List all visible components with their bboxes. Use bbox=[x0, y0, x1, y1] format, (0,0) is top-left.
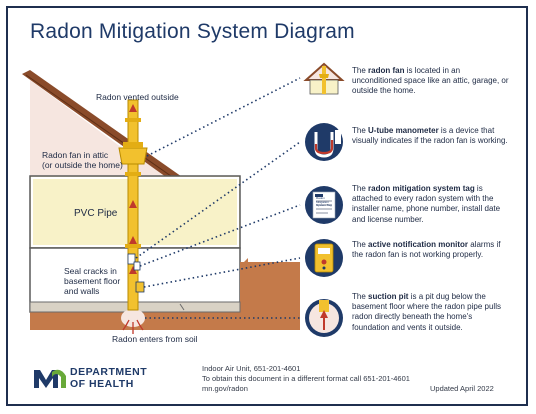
label-enters: Radon enters from soil bbox=[112, 334, 198, 344]
footer-website-link[interactable]: mn.gov/radon bbox=[202, 384, 248, 393]
airflow-arrow-low bbox=[129, 236, 137, 244]
radon-fan-cap bbox=[123, 142, 143, 148]
radon-fan bbox=[118, 147, 148, 165]
airflow-arrows bbox=[129, 104, 137, 274]
manometer-icon bbox=[305, 123, 343, 161]
radon-line-right bbox=[136, 319, 144, 331]
label-seal-line1: Seal cracks in bbox=[64, 266, 117, 276]
footer-contact: Indoor Air Unit, 651-201-4601 To obtain … bbox=[202, 364, 410, 394]
footer-contact-line2: To obtain this document in a different f… bbox=[202, 374, 410, 383]
leader-lines bbox=[135, 77, 301, 319]
notification-monitor-icon bbox=[305, 239, 343, 277]
leader-fan bbox=[146, 77, 301, 157]
pipe-coupling-mid bbox=[125, 172, 141, 176]
soil-outside bbox=[240, 262, 300, 330]
label-pipe: PVC Pipe bbox=[74, 208, 118, 219]
tag-icon-text: Radon Mitigation System Tag bbox=[316, 197, 332, 207]
label-fan-line2: (or outside the home) bbox=[42, 160, 123, 170]
label-fan-line1: Radon fan in attic bbox=[42, 150, 109, 160]
pipe-coupling-low bbox=[125, 244, 141, 248]
label-seal-line3: and walls bbox=[64, 286, 100, 296]
info-manometer: The U-tube manometer is a device that vi… bbox=[352, 126, 508, 146]
footer-updated: Updated April 2022 bbox=[430, 384, 494, 393]
pipe-monitor bbox=[135, 281, 145, 293]
info-system-tag: The radon mitigation system tag is attac… bbox=[352, 184, 501, 224]
radon-line-left bbox=[122, 319, 130, 331]
pipe-coupling-top bbox=[125, 118, 141, 122]
footer-dept-line1: DEPARTMENT bbox=[70, 366, 148, 378]
footer-contact-line1: Indoor Air Unit, 651-201-4601 bbox=[202, 364, 301, 373]
airflow-arrow-mid bbox=[129, 200, 137, 208]
crack-mark bbox=[179, 303, 185, 311]
radon-entry-lines bbox=[122, 319, 144, 334]
footer-department: DEPARTMENT OF HEALTH bbox=[70, 366, 147, 390]
leader-manometer bbox=[135, 141, 301, 259]
house-fan-icon bbox=[303, 60, 345, 95]
airflow-arrow-base bbox=[129, 266, 137, 274]
suction-pit-icon bbox=[305, 299, 343, 337]
page-title: Radon Mitigation System Diagram bbox=[30, 20, 355, 43]
attic-space bbox=[30, 80, 200, 196]
system-tag-icon bbox=[305, 186, 343, 224]
footer-dept-line2: OF HEALTH bbox=[70, 378, 134, 390]
leader-tag bbox=[139, 204, 301, 267]
label-vented: Radon vented outside bbox=[96, 92, 179, 102]
roof-edge bbox=[25, 74, 192, 191]
info-radon-fan: The radon fan is located in an unconditi… bbox=[352, 66, 509, 96]
label-seal-line2: basement floor bbox=[64, 276, 121, 286]
roof bbox=[22, 70, 195, 192]
info-suction-pit: The suction pit is a pit dug below the b… bbox=[352, 292, 501, 332]
pipe-tag bbox=[133, 261, 141, 271]
mn-logo-icon bbox=[34, 369, 66, 388]
page-border bbox=[6, 6, 528, 406]
pipe-manometer bbox=[127, 253, 136, 265]
info-notification-monitor: The active notification monitor alarms i… bbox=[352, 240, 501, 260]
airflow-arrow-top bbox=[129, 104, 137, 112]
